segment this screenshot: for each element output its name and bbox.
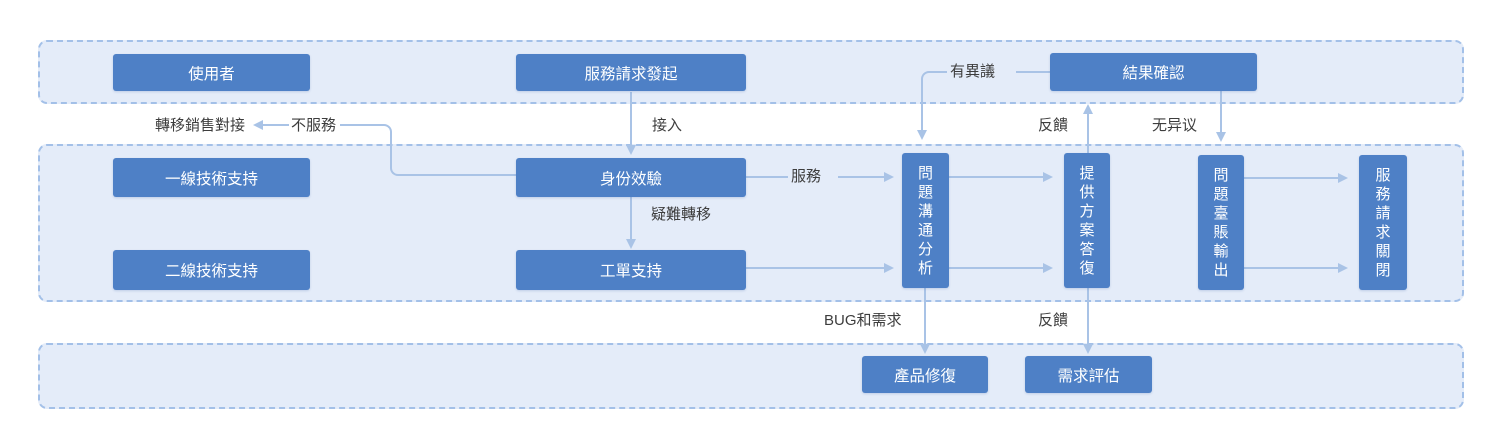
connector-access-line [630,92,632,145]
arrowhead-bug-demand [920,344,930,354]
connector-ticket-to-analysis-line [746,267,884,269]
node-second-line-support: 二線技術支持 [113,250,310,290]
arrowhead-feedback-down [1083,344,1093,354]
edge-label-no-objection: 无异议 [1152,117,1198,134]
node-service-request-close: 服務請求關閉 [1359,155,1407,290]
connector-feedback-up-line [1087,113,1089,153]
arrowhead-feedback-up [1083,104,1093,114]
arrowhead-objection [917,130,927,140]
node-user: 使用者 [113,54,310,91]
connector-no-service-corner-top [340,124,392,150]
node-product-fix: 產品修復 [862,356,988,393]
edge-label-feedback-top: 反饋 [1038,117,1069,134]
edge-label-feedback-bottom: 反饋 [1038,312,1069,329]
node-problem-communication-analysis: 問題溝通分析 [902,153,949,288]
edge-label-objection: 有異議 [950,63,996,80]
edge-label-transfer-sales: 轉移銷售對接 [155,117,246,134]
connector-objection-corner [921,71,947,87]
edge-label-access: 接入 [652,117,683,134]
connector-no-service-line [263,124,289,126]
node-result-confirm: 結果確認 [1050,53,1257,91]
edge-label-bug-and-demand: BUG和需求 [824,312,902,329]
arrowhead-no-service [253,120,263,130]
node-problem-ledger-output: 問題臺賬輸出 [1198,155,1244,290]
connector-objection-line-down [921,87,923,130]
arrowhead-ledger-to-close-bottom [1338,263,1348,273]
arrowhead-analysis-to-solution-bottom [1043,263,1053,273]
node-ticket-support: 工單支持 [516,250,746,290]
edge-label-difficult-transfer: 疑難轉移 [651,206,712,223]
connector-objection-line-right [1016,71,1050,73]
node-service-request-start: 服務請求發起 [516,54,746,91]
connector-bug-demand-line [924,288,926,344]
edge-label-no-service: 不服務 [291,117,337,134]
arrowhead-service [884,172,894,182]
arrowhead-access [626,145,636,155]
connector-difficult-transfer-line [630,197,632,239]
arrowhead-analysis-to-solution-top [1043,172,1053,182]
node-identity-check: 身份效驗 [516,158,746,197]
connector-service-line-right [838,176,884,178]
connector-analysis-to-solution-bottom-line [949,267,1043,269]
lane-bottom [38,343,1464,409]
connector-no-service-corner-bottom [390,150,516,176]
edge-label-service: 服務 [791,168,822,185]
connector-feedback-down-line [1087,288,1089,344]
connector-analysis-to-solution-top-line [949,176,1043,178]
node-first-line-support: 一線技術支持 [113,158,310,197]
connector-service-line-left [746,176,788,178]
arrowhead-no-objection [1216,132,1226,142]
node-provide-solution-reply: 提供方案答復 [1064,153,1110,288]
connector-no-objection-line [1220,91,1222,132]
arrowhead-difficult-transfer [626,239,636,249]
node-demand-evaluation: 需求評估 [1025,356,1152,393]
arrowhead-ticket-to-analysis [884,263,894,273]
arrowhead-ledger-to-close-top [1338,173,1348,183]
connector-ledger-to-close-bottom-line [1244,267,1338,269]
connector-ledger-to-close-top-line [1244,177,1338,179]
